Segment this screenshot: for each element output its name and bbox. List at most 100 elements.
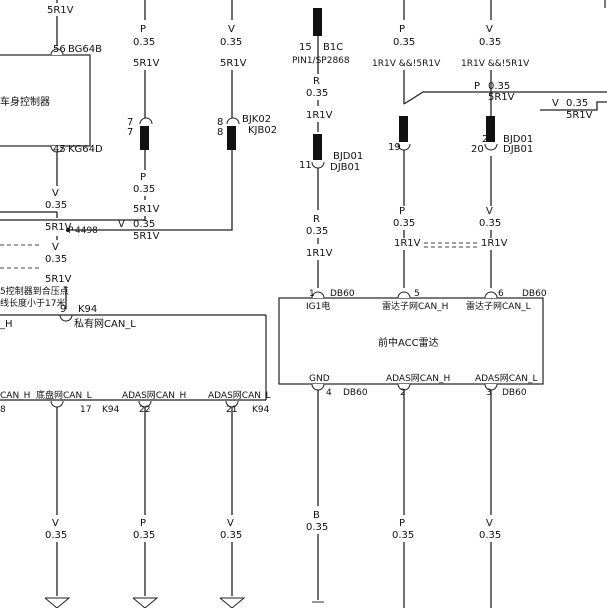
connector-name: B1C <box>323 42 343 53</box>
pin-label: 雷达子网CAN_H <box>382 300 448 312</box>
wire-size: 0.35 <box>220 530 242 541</box>
connector-name: DB60 <box>522 289 547 299</box>
wire-size: 0.35 <box>306 226 328 237</box>
wire-size: 0.35 <box>220 37 242 48</box>
inline-connector <box>399 116 408 142</box>
pin-number: 8 <box>217 117 223 128</box>
pin-symbol <box>311 161 325 169</box>
can-label: 底盘网CAN_L <box>36 389 92 401</box>
inline-connector <box>227 126 236 150</box>
pin-symbol <box>139 117 153 125</box>
acc-radar-name: 前中ACC雷达 <box>378 336 439 349</box>
can-label: ADAS网CAN_L <box>208 390 271 401</box>
connector-name: DJB01 <box>330 162 360 173</box>
wire-color: V <box>552 98 559 109</box>
connector-name: KJB02 <box>248 125 277 136</box>
ground-symbol <box>219 597 246 608</box>
connector-name: DJB01 <box>503 144 533 155</box>
wire <box>403 91 607 105</box>
inline-connector <box>486 116 495 142</box>
pin-symbol <box>59 314 73 322</box>
wire-color: V <box>52 188 59 199</box>
wire-code: 1R1V <box>306 248 333 259</box>
pin-number: 15 <box>299 42 312 53</box>
pin-number: 7 <box>127 117 133 128</box>
wire-color: V <box>52 242 59 253</box>
wire-color: V <box>52 518 59 529</box>
pin-symbol <box>484 291 498 299</box>
wire-color: P <box>474 81 480 92</box>
wire-code: 1R1V <box>306 110 333 121</box>
wire-size: 0.35 <box>133 37 155 48</box>
connector-name: DB60 <box>330 289 355 299</box>
wire-size: 0.35 <box>488 81 510 92</box>
wire-code: 5R1V <box>45 274 72 285</box>
can-label: ADAS网CAN_H <box>122 390 186 401</box>
pin-label: ADAS网CAN_H <box>386 373 450 384</box>
pin-number: 17 <box>80 405 91 415</box>
wire-size: 0.35 <box>45 530 67 541</box>
ground-symbol <box>132 597 159 608</box>
wire-size: 0.35 <box>479 218 501 229</box>
connector-name: BJD01 <box>333 151 363 162</box>
wire-size: 0.35 <box>133 184 155 195</box>
body-controller-box <box>0 54 91 147</box>
wire-color: P <box>399 518 405 529</box>
wire-color: P <box>140 518 146 529</box>
connector-name: KG64D <box>68 144 103 155</box>
wire-code: 5R1V <box>133 231 160 242</box>
pin-number: 11 <box>299 160 312 171</box>
can-label: 私有网CAN_L <box>74 317 136 330</box>
wire-code: 5R1V <box>45 222 72 233</box>
pin-number: 6 <box>498 289 504 299</box>
connector-name: BG64B <box>68 44 102 55</box>
wire-size: 0.35 <box>393 37 415 48</box>
pin-number: 9 <box>60 304 66 315</box>
inline-connector <box>140 126 149 150</box>
wire-size: 0.35 <box>479 530 501 541</box>
wire-size: 0.35 <box>566 98 588 109</box>
wire-size: 0.35 <box>45 254 67 265</box>
connector-name: BJD01 <box>503 134 533 145</box>
wire-code: 1R1V <box>481 238 508 249</box>
pin-number: 5 <box>414 289 420 299</box>
wire-color: V <box>486 518 493 529</box>
pin-symbol <box>484 143 498 151</box>
splice-name: PIN1/SP2868 <box>292 56 350 66</box>
wire-size: 0.35 <box>479 37 501 48</box>
pin-symbol <box>50 400 64 408</box>
connector-name: DB60 <box>343 388 368 398</box>
can-label: _H <box>0 319 13 330</box>
wire-color: B <box>313 510 320 521</box>
pin-number: 3 <box>486 388 492 398</box>
wire-color: P <box>399 24 405 35</box>
pin-number: 4 <box>326 388 332 398</box>
wire-code: 1R1V &&!5R1V <box>372 59 441 69</box>
wire-label: 5R1V <box>47 5 74 16</box>
wire-code: 5R1V <box>488 92 515 103</box>
harness-note: 5控制器到合压点 <box>0 285 69 297</box>
ground-symbol <box>44 597 71 608</box>
body-controller-name: 车身控制器 <box>0 95 50 108</box>
pin-symbol <box>311 291 325 299</box>
wire-size: 0.35 <box>393 218 415 229</box>
pin-number: 56 <box>53 44 66 55</box>
wire-color: P <box>140 172 146 183</box>
wire <box>0 216 146 221</box>
splice-color: P <box>68 226 74 236</box>
connector-name: DB60 <box>502 388 527 398</box>
pin-number: 2 <box>400 388 406 398</box>
pin-symbol <box>397 291 411 299</box>
wire-size: 0.35 <box>133 530 155 541</box>
wire-color: V <box>486 206 493 217</box>
can-label: CAN_H <box>0 391 30 401</box>
wire-size: 0.35 <box>306 88 328 99</box>
connector-name: K94 <box>78 304 97 315</box>
harness-note: 线长度小于17米 <box>0 297 65 309</box>
wire-code: 5R1V <box>566 110 593 121</box>
pin-symbol <box>50 48 64 56</box>
pin-symbol <box>311 383 325 391</box>
connector-name: K94 <box>252 405 270 415</box>
pin-number: 1 <box>309 289 315 299</box>
